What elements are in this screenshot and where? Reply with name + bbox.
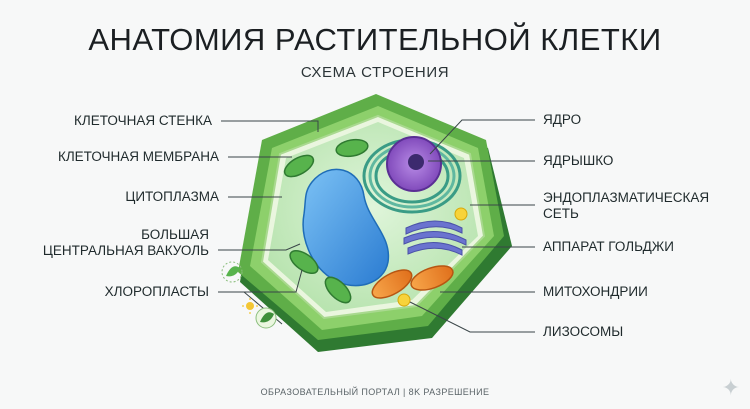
label-nucleolus: ЯДРЫШКО [543, 153, 614, 168]
label-chloroplasts: ХЛОРОПЛАСТЫ [104, 284, 209, 299]
sun-icon [242, 298, 258, 314]
label-mitochondria: МИТОХОНДРИИ [543, 284, 648, 299]
leader-lines [218, 119, 535, 333]
golgi-apparatus [403, 220, 467, 256]
page-subtitle: СХЕМА СТРОЕНИЯ [300, 64, 450, 81]
label-golgi: АППАРАТ ГОЛЬДЖИ [543, 239, 674, 254]
label-nucleus: ЯДРО [543, 112, 582, 127]
page-title: АНАТОМИЯ РАСТИТЕЛЬНОЙ КЛЕТКИ [88, 22, 662, 57]
leaf-icon [221, 261, 243, 283]
label-cell-wall: КЛЕТОЧНАЯ СТЕНКА [74, 113, 212, 128]
label-er: ЭНДОПЛАЗМАТИЧЕСКАЯ СЕТЬ [543, 190, 709, 222]
label-vacuole: БОЛЬШАЯ ЦЕНТРАЛЬНАЯ ВАКУОЛЬ [43, 227, 209, 259]
label-vacuole-line1: БОЛЬШАЯ [141, 227, 209, 242]
sparkle-icon: ✦ [721, 375, 740, 400]
nucleolus [408, 154, 424, 170]
leaf-icon [255, 307, 277, 329]
footer-text: ОБРАЗОВАТЕЛЬНЫЙ ПОРТАЛ | 8K РАЗРЕШЕНИЕ [260, 387, 490, 397]
label-lysosomes: ЛИЗОСОМЫ [543, 324, 624, 339]
central-vacuole [302, 168, 390, 287]
label-vacuole-line2: ЦЕНТРАЛЬНАЯ ВАКУОЛЬ [42, 243, 209, 258]
lysosome [454, 207, 468, 221]
label-er-line2: СЕТЬ [543, 206, 579, 221]
lysosome [397, 293, 411, 307]
label-cell-membrane: КЛЕТОЧНАЯ МЕМБРАНА [57, 149, 219, 164]
label-cytoplasm: ЦИТОПЛАЗМА [125, 189, 219, 204]
chloroplasts [283, 138, 369, 304]
mitochondria [371, 265, 454, 299]
label-er-line1: ЭНДОПЛАЗМАТИЧЕСКАЯ [543, 190, 710, 205]
